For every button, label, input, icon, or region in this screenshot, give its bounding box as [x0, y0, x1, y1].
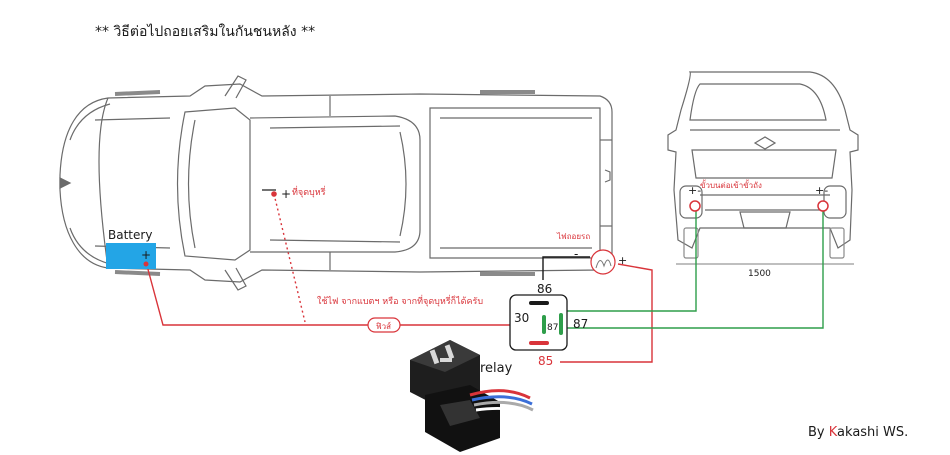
relay-photo: [410, 340, 535, 452]
reverse-light-bulb: [590, 249, 616, 275]
battery-label: Battery: [108, 228, 152, 242]
cigarette-lighter-label: ที่จุดบุหรี่: [292, 185, 326, 198]
wire-battery-to-30: [145, 261, 368, 326]
relay-pin-85: 85: [538, 354, 553, 368]
power-note: ใช้ไฟ จากแบตฯ หรือ จากที่จุดบุหรี่ก็ได้ค…: [317, 294, 483, 307]
bulb-filament: [595, 259, 612, 269]
wires: [145, 193, 824, 363]
rear-socket-note: ขั้วบนต่อเข้าขั้วถัง: [700, 179, 762, 190]
relay-pin-87: 87: [573, 317, 588, 331]
relay-pin-30: 30: [514, 311, 529, 325]
wire-87-to-left-socket: [566, 208, 697, 312]
credit: By Kakashi WS.: [808, 425, 908, 440]
rear-socket-left: [689, 200, 701, 212]
fuse-label: ฟิวส์: [376, 321, 391, 331]
wire-87-to-right-socket: [566, 208, 824, 329]
cigarette-lighter-point: [271, 191, 277, 197]
rear-socket-right: [817, 200, 829, 212]
relay-pin-87-blade: [559, 313, 563, 335]
reverse-minus: -: [574, 247, 578, 261]
rear-right-plus-minus: +-: [815, 184, 828, 197]
relay-label: relay: [480, 361, 513, 376]
battery-plus: +: [141, 248, 151, 262]
truck-rear-view: [667, 71, 859, 265]
credit-k: K: [829, 425, 838, 440]
dimension-label: 1500: [748, 269, 771, 279]
wire-86-to-ground: [542, 256, 590, 280]
fuse: [367, 317, 401, 333]
credit-rest: akashi WS.: [837, 425, 908, 440]
rear-left-plus-minus: +-: [688, 184, 701, 197]
battery-terminal: [143, 261, 149, 267]
reverse-light-label: ไฟถอยรถ: [556, 232, 590, 241]
relay-pin-86: 86: [537, 282, 552, 296]
wire-85-to-reverse: [560, 263, 653, 363]
relay-pin-86-blade: [529, 301, 549, 305]
wire-cigarette-dotted: [273, 193, 306, 323]
reverse-plus: +: [618, 254, 627, 267]
relay-pin-85-blade: [529, 341, 549, 345]
relay-pin-30-blade: [542, 315, 546, 334]
relay-pin-87-center: 87: [547, 323, 558, 333]
cigarette-plus: +: [281, 187, 291, 201]
relay-box: [509, 294, 568, 351]
credit-prefix: By: [808, 425, 829, 440]
page-title: ** วิธีต่อไปถอยเสริมในกันชนหลัง **: [95, 23, 315, 40]
